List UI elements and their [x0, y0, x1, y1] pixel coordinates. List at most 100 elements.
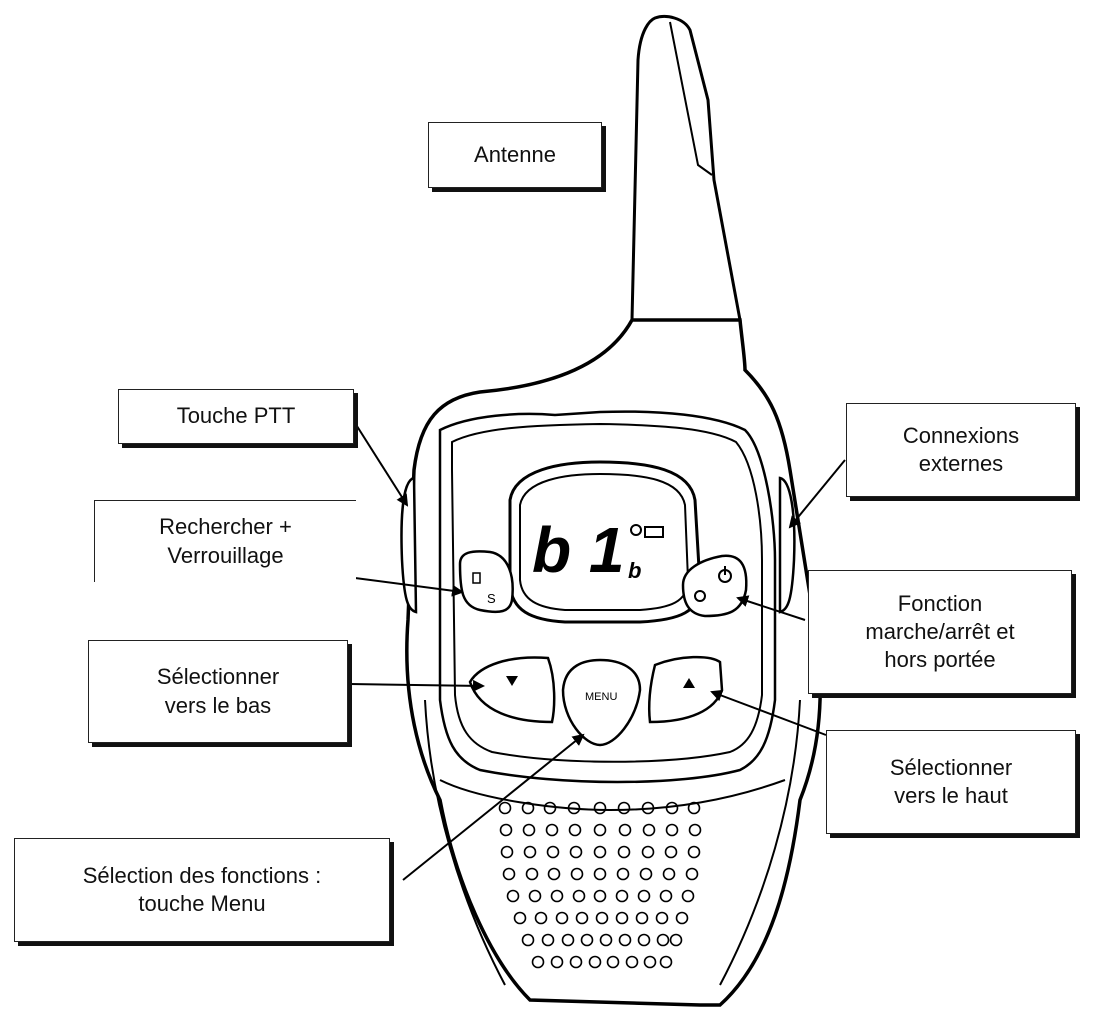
- up-button: [647, 655, 724, 724]
- speaker-hole: [599, 933, 613, 947]
- label-menu-function: Sélection des fonctions : touche Menu: [14, 838, 390, 942]
- speaker-hole: [498, 801, 512, 815]
- speaker-hole: [669, 933, 683, 947]
- scan-button: S: [458, 550, 514, 614]
- label-antenna: Antenne: [428, 122, 602, 188]
- speaker-hole: [593, 889, 607, 903]
- speaker-hole: [593, 823, 607, 837]
- speaker-hole: [641, 845, 655, 859]
- label-power-line1: Fonction: [897, 590, 983, 616]
- menu-button: MENU: [561, 658, 642, 747]
- speaker-hole: [500, 845, 514, 859]
- label-select-down: Sélectionner vers le bas: [88, 640, 348, 743]
- arrow-external: [788, 459, 846, 529]
- label-ptt-text: Touche PTT: [176, 403, 296, 429]
- label-search-lock: Rechercher + Verrouillage: [94, 500, 356, 582]
- speaker-hole: [681, 889, 695, 903]
- arrow-select-down: [349, 679, 485, 692]
- speaker-hole: [616, 867, 630, 881]
- speaker-hole: [593, 801, 607, 815]
- speaker-hole: [534, 911, 548, 925]
- label-menu-function-line2: touche Menu: [138, 891, 266, 916]
- label-select-up-line2: vers le haut: [894, 783, 1008, 808]
- speaker-hole: [523, 845, 537, 859]
- speaker-hole: [550, 889, 564, 903]
- speaker-hole: [659, 889, 673, 903]
- label-external-line2: externes: [918, 451, 1004, 476]
- menu-button-label: MENU: [585, 691, 617, 703]
- speaker-hole: [625, 955, 639, 969]
- speaker-hole: [570, 867, 584, 881]
- speaker-hole: [687, 801, 701, 815]
- signal-icon: [630, 524, 642, 536]
- speaker-hole: [550, 955, 564, 969]
- label-power-line2: marche/arrêt et: [865, 618, 1015, 644]
- arrow-search-lock: [354, 577, 464, 597]
- speaker-hole: [555, 911, 569, 925]
- down-button: [468, 656, 556, 724]
- speaker-hole: [662, 867, 676, 881]
- speaker-hole: [545, 823, 559, 837]
- label-power-line3: hors portée: [884, 647, 996, 673]
- speaker-hole: [665, 823, 679, 837]
- label-external-line1: Connexions: [902, 422, 1020, 448]
- speaker-hole: [659, 955, 673, 969]
- down-arrow-icon: [506, 676, 518, 686]
- speaker-hole: [606, 955, 620, 969]
- speaker-hole: [572, 889, 586, 903]
- speaker-hole: [593, 845, 607, 859]
- scan-button-label: S: [487, 591, 496, 606]
- arrow-power: [736, 595, 806, 621]
- speaker-hole: [618, 933, 632, 947]
- speaker-hole: [569, 955, 583, 969]
- label-antenna-text: Antenne: [474, 141, 556, 167]
- speaker-hole: [675, 911, 689, 925]
- display-digits: b 1: [532, 514, 624, 586]
- speaker-hole: [637, 933, 651, 947]
- speaker-hole: [543, 801, 557, 815]
- display-sub: b: [628, 558, 641, 583]
- speaker-hole: [546, 845, 560, 859]
- speaker-hole: [588, 955, 602, 969]
- label-search-lock-line1: Rechercher +: [159, 514, 292, 540]
- speaker-hole: [593, 867, 607, 881]
- speaker-hole: [521, 933, 535, 947]
- label-ptt: Touche PTT: [118, 389, 354, 444]
- speaker-hole: [615, 911, 629, 925]
- power-button: [681, 554, 748, 618]
- up-arrow-icon: [683, 678, 695, 688]
- speaker-hole: [521, 801, 535, 815]
- speaker-hole: [541, 933, 555, 947]
- speaker-hole: [617, 801, 631, 815]
- speaker-hole: [547, 867, 561, 881]
- lcd-display: b 1 b: [508, 460, 702, 624]
- arrow-select-up: [710, 689, 827, 736]
- label-power: Fonction marche/arrêt et hors portée: [808, 570, 1072, 694]
- label-select-down-line2: vers le bas: [164, 692, 272, 718]
- speaker-hole: [580, 933, 594, 947]
- speaker-hole: [687, 845, 701, 859]
- speaker-hole: [525, 867, 539, 881]
- speaker-hole: [643, 955, 657, 969]
- speaker-hole: [639, 867, 653, 881]
- ptt-side-button: [400, 476, 418, 614]
- arrow-menu: [402, 733, 585, 881]
- leader-lines: [349, 422, 846, 881]
- label-select-down-line1: Sélectionner: [156, 664, 280, 690]
- speaker-hole: [595, 911, 609, 925]
- speaker-hole: [655, 911, 669, 925]
- speaker-hole: [567, 801, 581, 815]
- speaker-hole: [685, 867, 699, 881]
- speaker-hole: [635, 911, 649, 925]
- speaker-hole: [513, 911, 527, 925]
- arrow-ptt: [354, 422, 409, 507]
- battery-icon: [644, 526, 664, 538]
- label-external: Connexions externes: [846, 403, 1076, 497]
- speaker-hole: [656, 933, 670, 947]
- speaker-hole: [615, 889, 629, 903]
- speaker-hole: [664, 845, 678, 859]
- external-jack: [778, 476, 796, 614]
- out-of-range-icon: [694, 590, 706, 602]
- speaker-hole: [522, 823, 536, 837]
